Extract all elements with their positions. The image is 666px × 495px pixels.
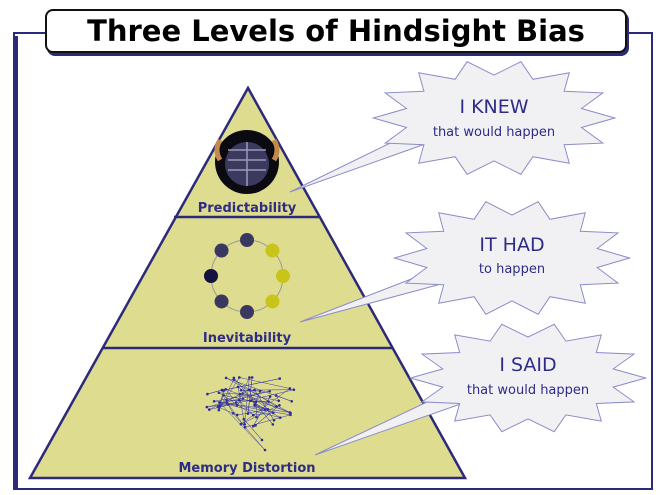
brain-node (288, 387, 292, 390)
brain-node (251, 413, 255, 417)
moon (240, 233, 254, 247)
brain-link (240, 406, 277, 425)
brain-node (205, 405, 209, 409)
bubble-3-main: I SAID (499, 354, 556, 376)
crystal-ball-icon (214, 130, 280, 194)
brain-node (248, 376, 251, 379)
brain-link (226, 402, 246, 428)
brain-link (255, 405, 280, 426)
brain-node (254, 424, 257, 427)
moon (204, 269, 218, 283)
brain-node (232, 376, 236, 380)
level-label-inevitability: Inevitability (203, 331, 292, 346)
level-label-predictability: Predictability (198, 201, 297, 216)
brain-link (225, 389, 290, 413)
brain-link (245, 414, 291, 428)
brain-node (260, 438, 264, 442)
brain-node (292, 388, 296, 392)
brain-network-icon (205, 376, 296, 452)
brain-link (243, 419, 263, 441)
bubble-2-main: IT HAD (479, 234, 544, 256)
brain-node (249, 399, 253, 403)
brain-link (250, 400, 281, 418)
moon (276, 269, 290, 283)
brain-node (206, 392, 209, 396)
bubble-1-main: I KNEW (459, 96, 528, 118)
moon (240, 305, 254, 319)
brain-link (238, 400, 254, 416)
brain-link (214, 391, 270, 402)
brain-link (239, 377, 290, 389)
bubble-3-sub: that would happen (467, 383, 589, 398)
brain-link (207, 389, 223, 395)
brain-link (236, 398, 244, 406)
speech-bubble-3 (408, 323, 648, 433)
moon (265, 243, 280, 258)
brain-link (218, 377, 240, 411)
brain-link (242, 393, 291, 414)
moon (214, 243, 229, 258)
brain-node (267, 400, 270, 403)
brain-link (226, 377, 292, 402)
page-title: Three Levels of Hindsight Bias (45, 9, 627, 53)
brain-link (219, 402, 266, 451)
bubble-2-sub: to happen (479, 262, 545, 277)
brain-link (237, 386, 274, 414)
brain-link (232, 413, 266, 451)
brain-node (217, 408, 221, 412)
brain-link (254, 389, 275, 421)
brain-node (289, 413, 292, 417)
brain-link (250, 400, 266, 411)
brain-node (235, 403, 239, 407)
brain-node (237, 398, 241, 402)
brain-node (238, 392, 242, 396)
brain-link (228, 404, 281, 418)
bubble-1-sub: that would happen (433, 125, 555, 140)
brain-node (246, 412, 250, 415)
brain-node (263, 448, 267, 452)
speech-bubble-2 (392, 201, 632, 315)
brain-node (253, 388, 256, 392)
brain-link (240, 388, 291, 425)
level-label-memory-distortion: Memory Distortion (178, 461, 315, 476)
brain-node (268, 389, 271, 393)
moon (214, 294, 229, 309)
moon-phases-icon (204, 233, 290, 319)
brain-node (289, 411, 292, 415)
moon (265, 294, 280, 309)
brain-node (278, 416, 282, 419)
brain-link (219, 394, 241, 406)
speech-bubble-1 (371, 61, 617, 175)
brain-node (277, 399, 281, 403)
brain-link (253, 412, 274, 416)
brain-node (290, 399, 293, 403)
brain-node (275, 405, 278, 408)
brain-node (251, 424, 255, 428)
brain-link (219, 402, 291, 416)
brain-link (226, 402, 234, 414)
brain-link (249, 389, 255, 405)
brain-node (238, 376, 241, 379)
pyramid (27, 85, 468, 480)
brain-node (243, 423, 246, 426)
brain-link (254, 391, 261, 405)
